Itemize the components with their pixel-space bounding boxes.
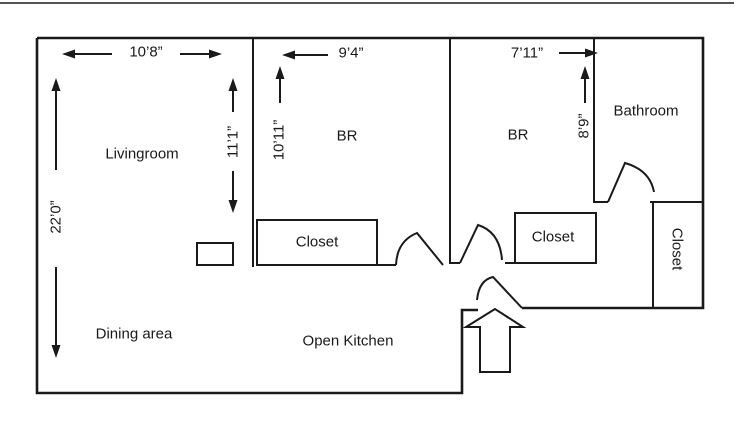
interior-walls	[196, 38, 703, 308]
bedroom1-door-swing	[395, 231, 444, 266]
room-label-closet-hall: Closet	[668, 227, 686, 271]
closet-bedroom1-box	[256, 219, 378, 266]
dim-label-livingroom-height: 11’1”	[224, 125, 242, 159]
room-label-bathroom: Bathroom	[613, 102, 679, 120]
dim-label-bedroom2-height: 8’9”	[575, 113, 593, 139]
closet-bedroom2-box	[514, 212, 597, 264]
wall-bedroom2-bathroom	[593, 38, 608, 203]
dimension-arrows	[51, 48, 598, 358]
bathroom-door-swing	[607, 161, 655, 203]
dim-arrow-livingroom-height	[228, 78, 238, 213]
outer-wall-top-right	[37, 36, 705, 310]
room-label-kitchen: Open Kitchen	[302, 332, 394, 350]
small-fixture-box	[196, 242, 234, 266]
dim-label-bedroom1-height: 10’11”	[270, 119, 288, 161]
wall-bedroom1-bedroom2	[449, 38, 460, 264]
door-swings	[395, 161, 655, 309]
dim-label-livingroom-width: 10’8”	[129, 43, 163, 61]
room-label-bedroom1: BR	[336, 127, 358, 145]
dim-arrow-bedroom1-height	[275, 66, 285, 103]
dim-arrow-bedroom2-height	[580, 66, 590, 103]
dim-label-bedroom1-width: 9’4”	[338, 44, 364, 62]
room-label-bedroom2: BR	[507, 126, 529, 144]
room-label-closet-bedroom2: Closet	[531, 228, 575, 246]
entrance-arrow	[462, 307, 527, 373]
dim-arrow-overall-height	[51, 78, 61, 358]
room-label-livingroom: Livingroom	[105, 145, 179, 163]
room-label-closet-bedroom1: Closet	[295, 233, 339, 251]
dim-arrow-bedroom2-width	[559, 48, 598, 58]
room-label-dining: Dining area	[95, 325, 173, 343]
outer-walls	[35, 36, 705, 395]
dim-label-bedroom2-width: 7’11”	[510, 44, 544, 62]
dim-label-overall-height: 22’0”	[47, 200, 65, 234]
outer-wall-bottom-left	[35, 38, 478, 395]
dim-arrow-livingroom-width	[62, 49, 222, 59]
dim-arrow-bedroom1-width	[282, 50, 328, 60]
entry-door-swing	[476, 275, 523, 309]
bedroom2-door-swing	[459, 223, 503, 264]
